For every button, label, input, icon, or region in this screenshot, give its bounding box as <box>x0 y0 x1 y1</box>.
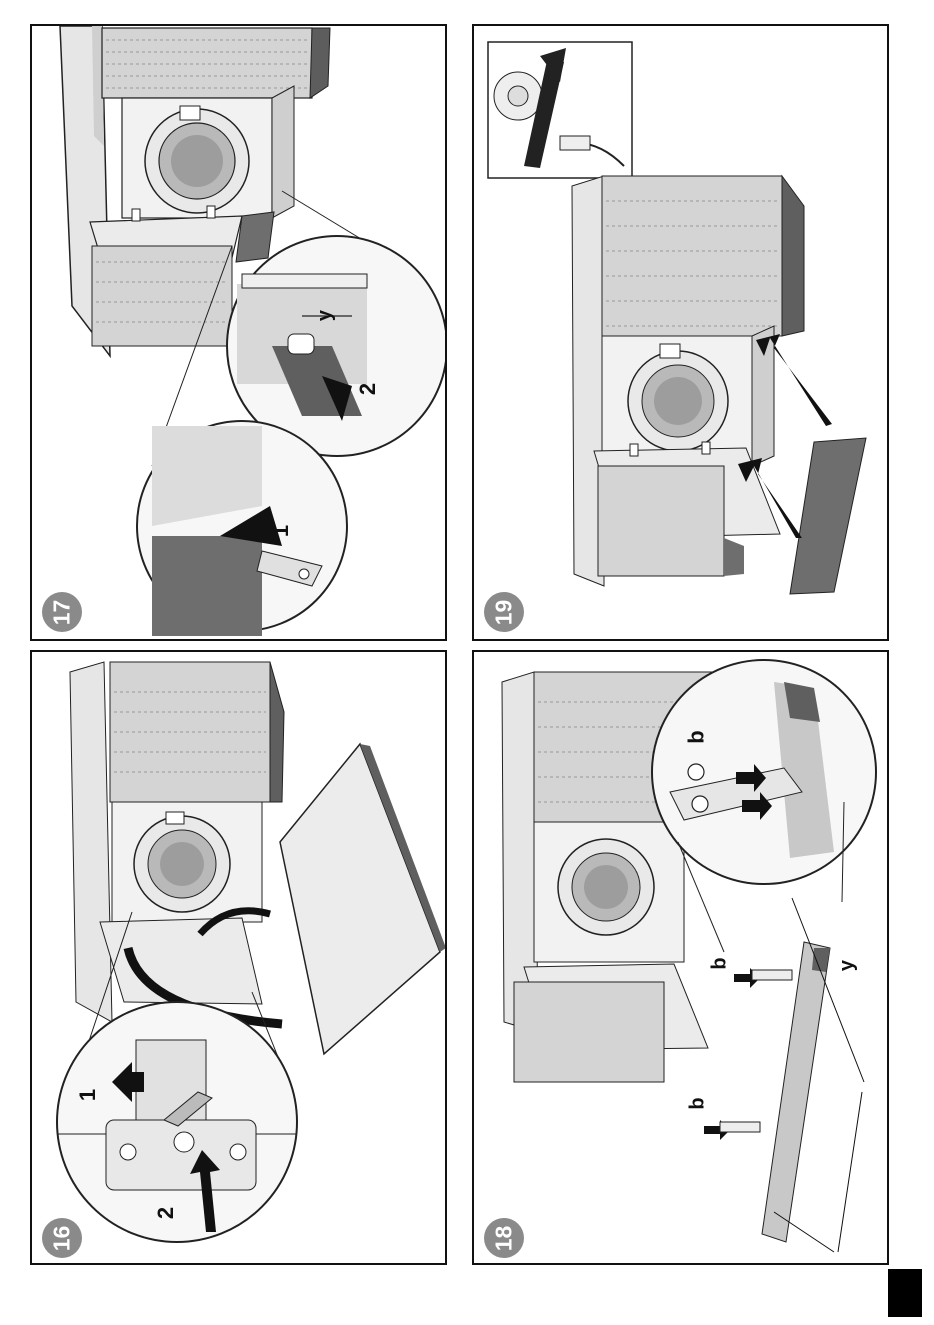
step-number-badge: 16 <box>42 1218 82 1258</box>
screw-b-label: b <box>690 724 703 750</box>
screw-b-label: b <box>692 1092 704 1115</box>
illustration-step-16 <box>32 652 445 1263</box>
callout-number-2: 2 <box>160 1200 172 1226</box>
step-number-badge: 17 <box>42 592 82 632</box>
dimension-y-label: y <box>320 304 331 327</box>
step-number: 16 <box>49 1225 76 1251</box>
illustration-step-17 <box>32 26 445 639</box>
illustration-step-19 <box>474 26 887 639</box>
illustration-step-18 <box>474 652 887 1263</box>
step-number: 18 <box>491 1225 518 1251</box>
panel-step-18: b b b y 18 <box>472 650 889 1265</box>
panel-step-16: 1 2 16 <box>30 650 447 1265</box>
panel-step-17: 1 2 y 17 <box>30 24 447 641</box>
step-number-badge: 18 <box>484 1218 524 1258</box>
step-number: 19 <box>491 599 518 625</box>
callout-number-2: 2 <box>362 376 374 402</box>
callout-number-1: 1 <box>82 1082 94 1108</box>
panel-step-19: 19 <box>472 24 889 641</box>
page-edge-tab <box>888 1269 922 1317</box>
callout-number-1: 1 <box>275 518 287 544</box>
step-number-badge: 19 <box>484 592 524 632</box>
step-number: 17 <box>49 599 76 625</box>
dimension-y-label: y <box>842 954 853 977</box>
screw-b-label: b <box>714 952 726 975</box>
